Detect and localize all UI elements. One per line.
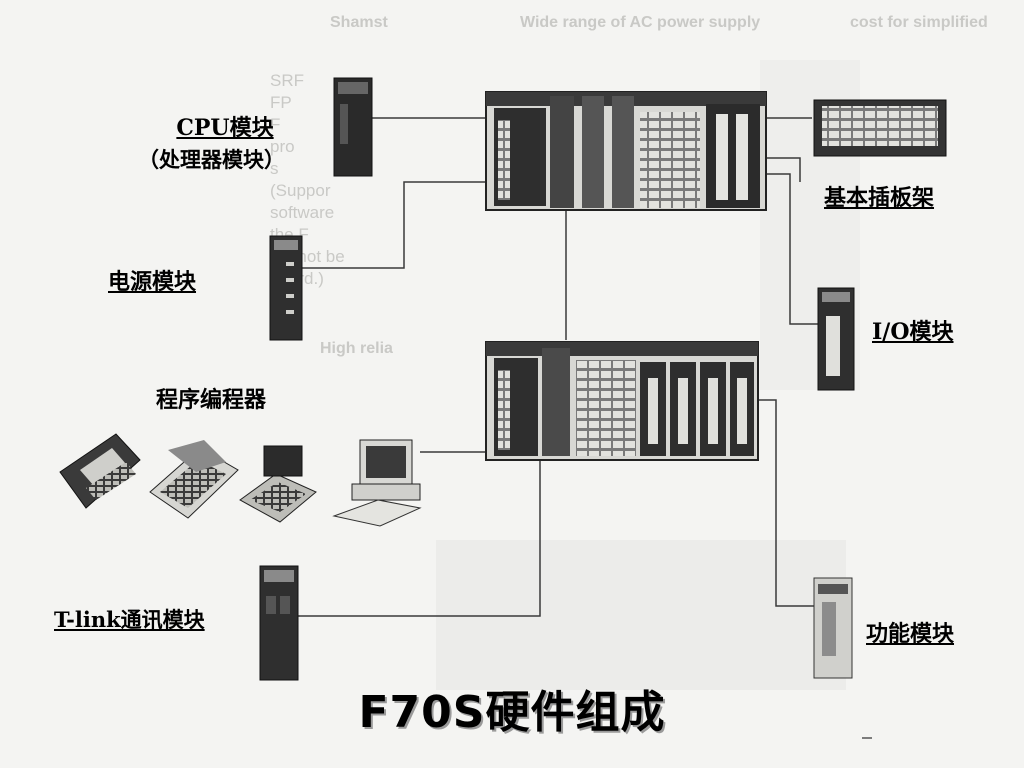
upper-base-rack xyxy=(485,91,767,211)
connector-power xyxy=(302,181,500,269)
background-text: Shamst xyxy=(330,14,388,31)
programmer-label: 程序编程器 xyxy=(156,387,267,413)
connector-tlink xyxy=(298,456,541,617)
base-rack-picture xyxy=(813,99,947,157)
handheld-programmer xyxy=(59,433,141,509)
power-module-label: 电源模块 xyxy=(108,269,197,295)
tlink-module xyxy=(259,565,299,681)
tlink-module-label: T-link通讯模块 xyxy=(54,607,205,632)
slide-title: F70S硬件组成 xyxy=(358,687,666,738)
cpu-module-label: CPU模块 xyxy=(176,115,274,141)
cpu-module xyxy=(333,77,373,177)
io-module-label: I/O模块 xyxy=(872,319,954,345)
portable-programmer xyxy=(239,445,317,523)
power-module xyxy=(269,235,303,341)
background-panel xyxy=(436,540,846,690)
background-text: Wide range of AC power supply xyxy=(520,14,761,31)
background-text: High relia xyxy=(320,340,393,357)
cpu-module-sublabel: （处理器模块） xyxy=(138,147,285,172)
laptop-programmer xyxy=(149,440,239,519)
desktop-computer xyxy=(332,439,422,527)
base-rack-label: 基本插板架 xyxy=(824,185,935,211)
function-module-picture xyxy=(813,577,853,679)
lower-base-rack xyxy=(485,341,759,461)
background-text: cost for simplified xyxy=(850,14,988,31)
io-module-picture xyxy=(817,287,855,391)
function-module-label: 功能模块 xyxy=(866,621,955,647)
